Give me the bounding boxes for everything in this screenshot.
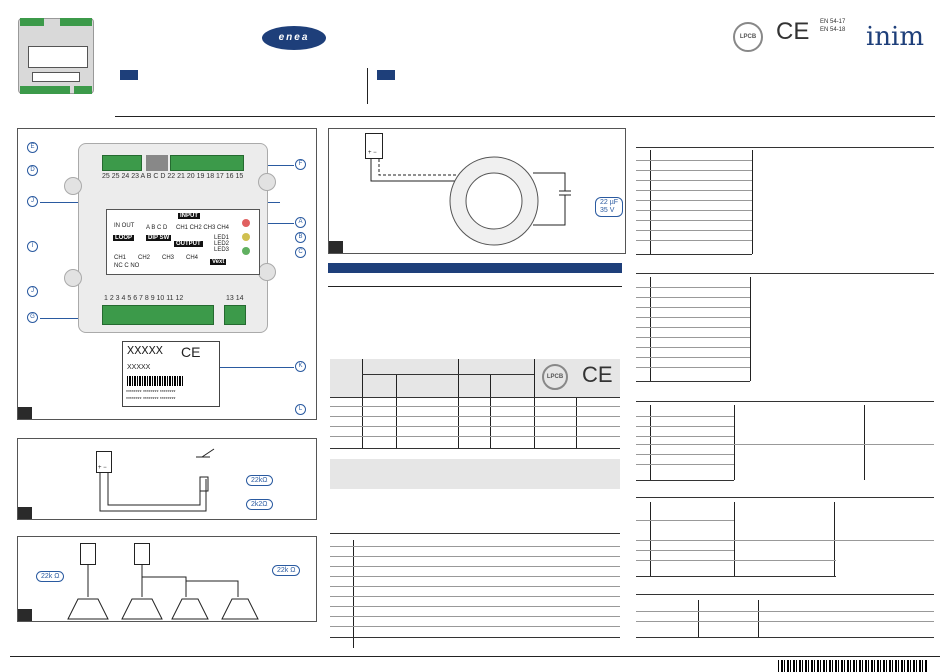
bottom-terminal-numbers: 1 2 3 4 5 6 7 8 9 10 11 12 xyxy=(104,295,184,302)
ch1-label: CH1 xyxy=(114,255,127,261)
dip-block-top xyxy=(146,155,168,171)
input-resistor-2k2: 2k2Ω xyxy=(246,499,273,510)
callout-i: I xyxy=(27,241,38,252)
dipsw-label: DIP SW xyxy=(146,235,172,241)
sounder-wiring-panel: 22k Ω 22k Ω xyxy=(17,536,317,622)
sounder-terminal-1 xyxy=(80,543,96,565)
sticker-ce: CE xyxy=(181,344,201,360)
callout-a: A xyxy=(295,217,306,228)
loop-label: LOOP xyxy=(113,235,135,241)
led-a xyxy=(242,219,250,227)
ch4-label: CH4 xyxy=(186,255,199,261)
input-label: INPUT xyxy=(178,213,200,219)
output-label: OUTPUT xyxy=(174,241,203,247)
input-wiring-lines xyxy=(99,448,215,512)
callout-b: B xyxy=(295,232,306,243)
callout-f: F xyxy=(295,159,306,170)
mount-tab-top-right xyxy=(258,173,276,191)
vext-label: Vext xyxy=(210,259,227,265)
dipsw-letters: A B C D xyxy=(146,225,168,231)
mount-tab-top-left xyxy=(64,177,82,195)
mount-tab-bottom-right xyxy=(258,263,276,281)
callout-e: E xyxy=(27,142,38,153)
section-banner xyxy=(328,263,622,273)
panel-tag-3 xyxy=(18,609,32,621)
input-channels: CH1 CH2 CH3 CH4 xyxy=(176,225,230,231)
section-marker-left xyxy=(120,70,138,80)
sounder-resistor-2: 22k Ω xyxy=(272,565,301,576)
brand-logo-text: enea xyxy=(278,32,310,43)
ch3-label: CH3 xyxy=(162,255,175,261)
panel-tag-4 xyxy=(329,241,343,253)
sticker-row-2: ******** ******** ******** xyxy=(126,397,176,403)
sounder-wiring-lines xyxy=(67,565,259,620)
top-terminal-numbers: 25 25 24 23 A B C D 22 21 20 19 18 17 16… xyxy=(102,173,244,180)
ch2-label: CH2 xyxy=(138,255,151,261)
callout-d: D xyxy=(27,165,38,176)
nc-c-no-label: NC C NO xyxy=(114,263,140,269)
input-wiring-panel: + − 22kΩ 2k2Ω xyxy=(17,438,317,520)
section-banner-rule xyxy=(328,286,622,287)
top-terminal-block-left xyxy=(102,155,142,171)
callout-g: G xyxy=(27,312,38,323)
mount-tab-bottom-left xyxy=(64,269,82,287)
detector-wiring-panel: + − 22 µF 35 V xyxy=(328,128,626,254)
sounder-terminal-2 xyxy=(134,543,150,565)
led-labels: LED1 LED2 LED3 xyxy=(214,235,230,253)
detector-wiring-lines xyxy=(370,156,571,246)
module-diagram-panel: E D J I J G F A B C K L 25 25 24 23 A B … xyxy=(17,128,317,420)
top-terminal-block-right xyxy=(170,155,244,171)
sounder-resistor-1: 22k Ω xyxy=(36,571,65,582)
header-rule xyxy=(115,116,935,117)
input-resistor-22k: 22kΩ xyxy=(246,475,273,486)
footer-barcode xyxy=(778,660,928,672)
callout-l: L xyxy=(295,404,306,415)
loop-in-out: IN OUT xyxy=(114,223,135,229)
product-sticker: XXXXX CE XXXXX ******** ******** *******… xyxy=(122,341,220,407)
bottom-terminal-block-left xyxy=(102,305,214,325)
barcode xyxy=(127,376,183,386)
inim-logo: inim xyxy=(866,22,925,52)
callout-k: K xyxy=(295,361,306,372)
enea-logo: enea xyxy=(262,26,326,50)
input-terminal: + − xyxy=(96,451,112,473)
en-standard-1: EN 54-17 xyxy=(820,19,846,25)
sticker-code: XXXXX xyxy=(127,344,164,358)
led-b xyxy=(242,233,250,241)
sticker-code-2: XXXXX xyxy=(127,364,151,371)
right-terminal-numbers: 13 14 xyxy=(226,295,244,302)
ce-mark: CE xyxy=(776,18,810,45)
panel-tag-2 xyxy=(18,507,32,519)
led-c xyxy=(242,247,250,255)
callout-j-bottom: J xyxy=(27,286,38,297)
bottom-terminal-block-right xyxy=(224,305,246,325)
callout-c: C xyxy=(295,247,306,258)
section-marker-right xyxy=(377,70,395,80)
footer-rule xyxy=(10,656,940,657)
cert-table-lpcb: LPCB xyxy=(542,364,568,390)
callout-j-top: J xyxy=(27,196,38,207)
product-photo xyxy=(10,12,102,98)
detector-terminal: + − xyxy=(365,133,383,159)
panel-tag-1 xyxy=(18,407,32,419)
cert-table-ce: CE xyxy=(582,362,613,387)
note-box xyxy=(330,459,620,489)
sticker-row-1: ******** ******** ******** xyxy=(126,390,176,396)
header-divider xyxy=(367,68,368,104)
en-standard-2: EN 54-18 xyxy=(820,27,846,33)
lpcb-logo: LPCB xyxy=(733,22,763,52)
detector-capacitor: 22 µF 35 V xyxy=(595,197,624,217)
